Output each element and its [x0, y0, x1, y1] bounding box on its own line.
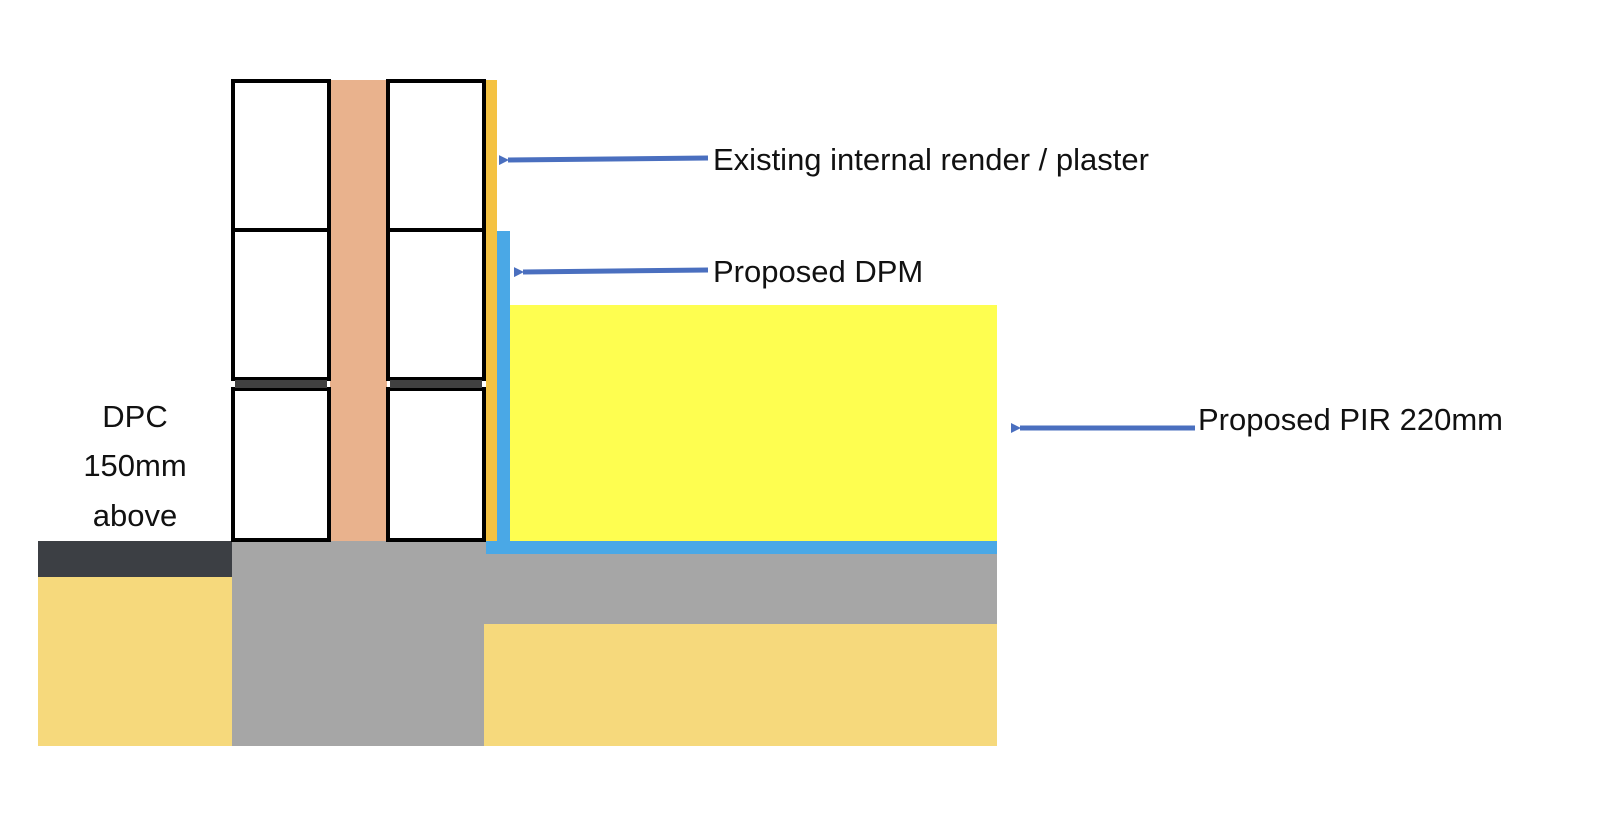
- brick: [231, 228, 331, 381]
- wall-dpc: [235, 380, 327, 388]
- dpm-vertical: [497, 231, 510, 554]
- internal-render: [486, 80, 497, 541]
- inner-leaf: [386, 79, 486, 542]
- label-dpc-line1: DPC: [102, 399, 167, 434]
- brick: [231, 387, 331, 542]
- brick: [231, 79, 331, 232]
- pir-insulation: [510, 305, 997, 541]
- brick: [386, 228, 486, 381]
- external-ground-soil: [38, 577, 232, 746]
- wall-cavity: [330, 80, 387, 541]
- outer-leaf: [231, 79, 331, 542]
- arrow-render: [498, 155, 709, 166]
- label-dpm: Proposed DPM: [713, 254, 923, 289]
- label-pir: Proposed PIR 220mm: [1198, 402, 1503, 437]
- label-render: Existing internal render / plaster: [713, 142, 1149, 177]
- wall-dpc: [390, 380, 482, 388]
- label-dpc-line2: 150mm: [83, 448, 186, 483]
- brick: [386, 79, 486, 232]
- label-dpc-line3: above: [93, 498, 177, 533]
- dpm-horizontal: [497, 541, 997, 554]
- internal-ground-soil: [484, 624, 997, 746]
- brick: [386, 387, 486, 542]
- arrow-dpm: [513, 267, 709, 278]
- dpm-corner: [486, 541, 497, 554]
- external-ground-surface: [38, 541, 232, 577]
- concrete-foundation: [232, 541, 484, 746]
